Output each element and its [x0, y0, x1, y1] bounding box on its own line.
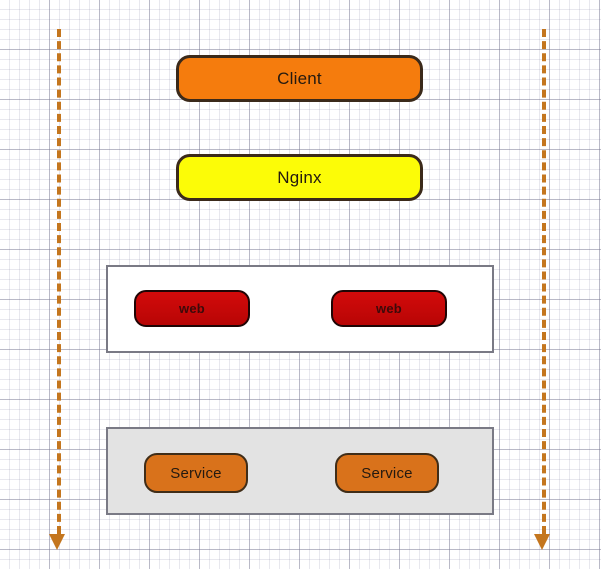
- left-lifeline-arrowhead-icon: [49, 534, 65, 550]
- node-service-1-label: Service: [170, 464, 222, 482]
- node-web-2[interactable]: web: [331, 290, 447, 327]
- node-web-2-label: web: [376, 301, 402, 316]
- node-service-2-label: Service: [361, 464, 413, 482]
- right-lifeline-arrowhead-icon: [534, 534, 550, 550]
- node-service-2[interactable]: Service: [335, 453, 439, 493]
- node-nginx[interactable]: Nginx: [176, 154, 423, 201]
- node-nginx-label: Nginx: [277, 167, 322, 187]
- node-client-label: Client: [277, 68, 322, 88]
- node-service-1[interactable]: Service: [144, 453, 248, 493]
- node-client[interactable]: Client: [176, 55, 423, 102]
- left-lifeline[interactable]: [57, 29, 61, 534]
- node-web-1[interactable]: web: [134, 290, 250, 327]
- node-web-1-label: web: [179, 301, 205, 316]
- right-lifeline[interactable]: [542, 29, 546, 534]
